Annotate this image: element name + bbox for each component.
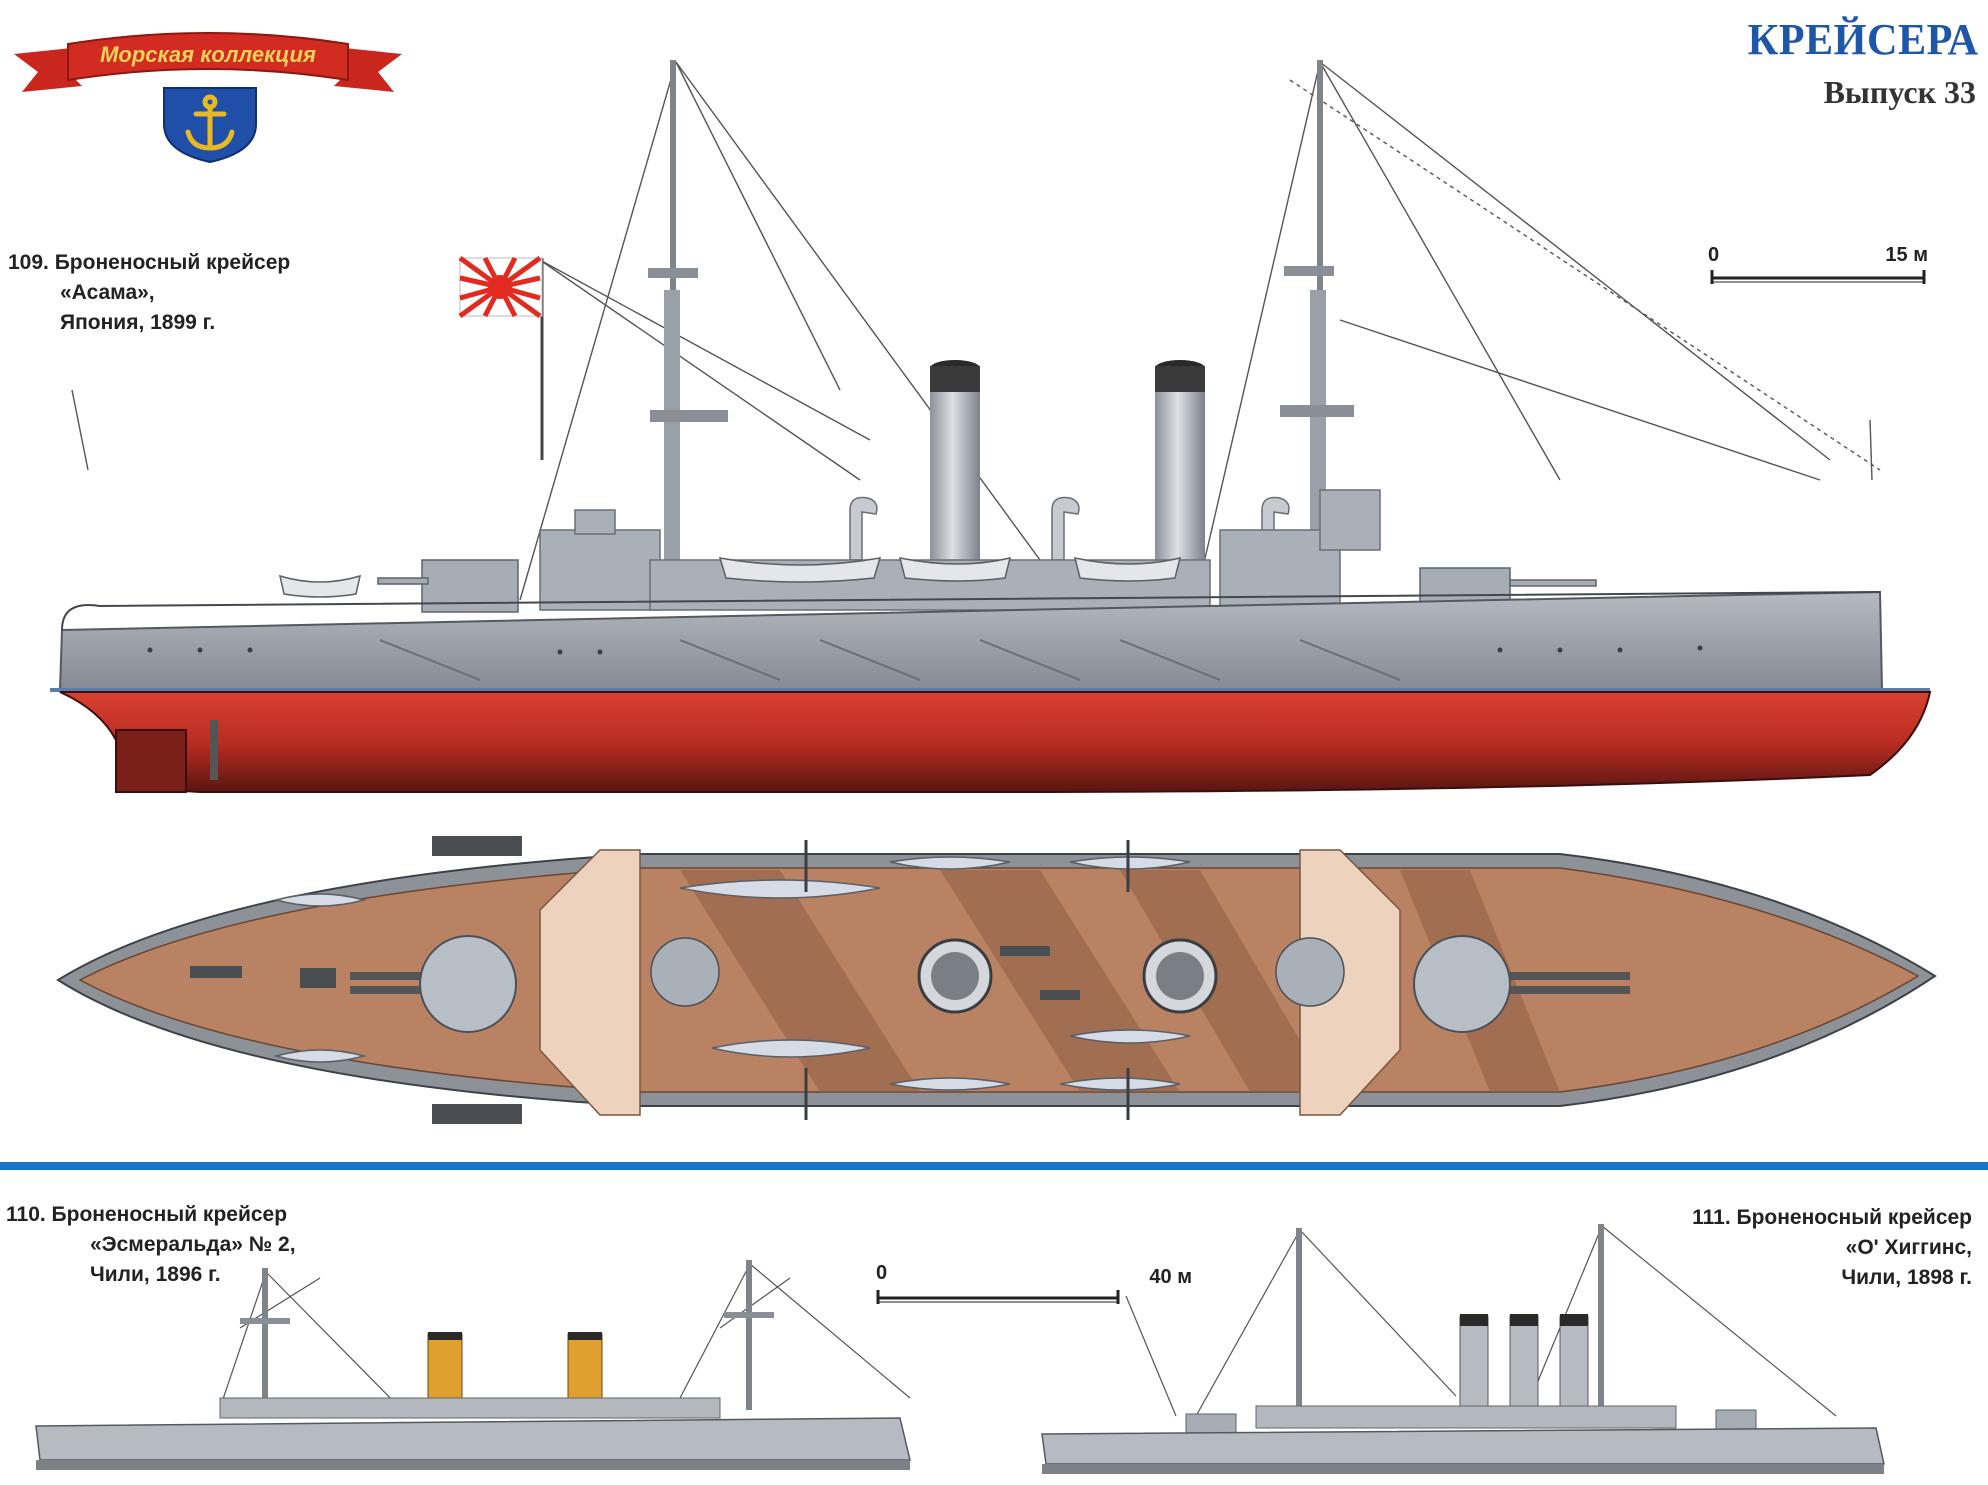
aft-turret-top xyxy=(1413,935,1630,1033)
rising-sun-flag-icon xyxy=(458,255,544,460)
caption-111: 111. Броненосный крейсер «О' Хиггинс, Чи… xyxy=(1692,1203,1972,1293)
caption-109-line-1: 109. Броненосный крейсер xyxy=(8,251,291,274)
asama-red-hull xyxy=(59,691,1932,793)
caption-110-line-2: «Эсмеральда» № 2, xyxy=(90,1233,296,1256)
ohiggins-funnels xyxy=(1459,1314,1589,1413)
scale-bar-40m: 0 40 м xyxy=(872,1262,1192,1310)
ohiggins-side-profile xyxy=(1036,1216,1888,1480)
caption-111-line-2: «О' Хиггинс, xyxy=(1845,1236,1972,1259)
collection-emblem: Морская коллекция xyxy=(8,14,408,164)
caption-111-line-1: 111. Броненосный крейсер xyxy=(1692,1206,1972,1229)
asama-side-profile xyxy=(0,40,1988,800)
caption-109-line-2: «Асама», xyxy=(60,281,155,304)
caption-110: 110. Броненосный крейсер «Эсмеральда» № … xyxy=(6,1200,296,1290)
main-mast xyxy=(1280,60,1354,590)
caption-110-line-3: Чили, 1896 г. xyxy=(90,1263,221,1286)
scale-bar-15m: 0 15 м xyxy=(1708,244,1928,288)
issue-label: Выпуск 33 xyxy=(1823,74,1976,110)
fore-turret-top xyxy=(350,935,517,1033)
fore-turret-side xyxy=(377,559,519,613)
caption-109: 109. Броненосный крейсер «Асама», Япония… xyxy=(8,248,290,338)
caption-111-line-3: Чили, 1898 г. xyxy=(1841,1266,1972,1289)
section-divider xyxy=(0,1162,1988,1170)
series-title: КРЕЙСЕРА xyxy=(1747,15,1978,64)
esmeralda-side-profile xyxy=(30,1248,930,1480)
scale-end-label: 40 м xyxy=(1149,1266,1192,1288)
caption-109-line-3: Япония, 1899 г. xyxy=(60,311,216,334)
scale-end-label: 15 м xyxy=(1885,244,1928,266)
asama-top-plan xyxy=(0,800,1988,1160)
collection-badge-text: Морская коллекция xyxy=(100,42,316,67)
scale-start-label: 0 xyxy=(1708,244,1720,266)
anchor-icon xyxy=(185,94,235,151)
scale-start-label: 0 xyxy=(876,1262,888,1284)
rigging xyxy=(71,61,1881,601)
fore-mast xyxy=(648,60,728,590)
caption-110-line-1: 110. Броненосный крейсер xyxy=(6,1203,288,1226)
funnel-tops xyxy=(917,938,1218,1014)
